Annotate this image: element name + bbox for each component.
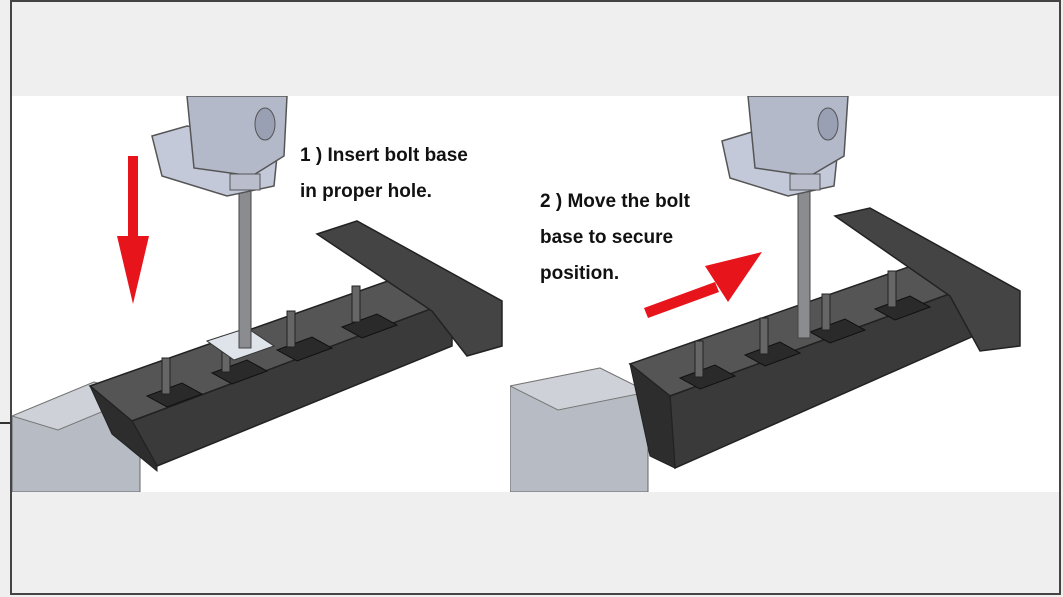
step-1-line-1: 1 ) Insert bolt base [300,145,468,166]
step-2-line-2: base to secure [540,227,674,248]
step-2-illustration [510,96,1021,492]
step-1-illustration [12,96,503,492]
illustration-band: 1 ) Insert bolt base in proper hole. [12,96,1059,492]
bracket [88,220,503,473]
step-2-panel: 2 ) Move the bolt base to secure positio… [510,96,1059,492]
figure-frame: 1 ) Insert bolt base in proper hole. [10,0,1061,595]
step-1-line-2: in proper hole. [300,181,432,202]
bolt-shaft [238,187,252,349]
bolt-head [721,96,849,197]
leader-line [0,422,10,424]
bolt-shaft [797,187,811,339]
step-1-caption: 1 ) Insert bolt base in proper hole. [300,138,468,210]
bolt-head [151,96,288,197]
diagonal-arrow-icon [644,252,762,318]
step-1-panel: 1 ) Insert bolt base in proper hole. [12,96,512,492]
step-2-line-1: 2 ) Move the bolt [540,191,690,212]
step-2-line-3: position. [540,263,620,284]
down-arrow-icon [117,156,149,304]
step-2-caption: 2 ) Move the bolt base to secure positio… [540,184,690,292]
